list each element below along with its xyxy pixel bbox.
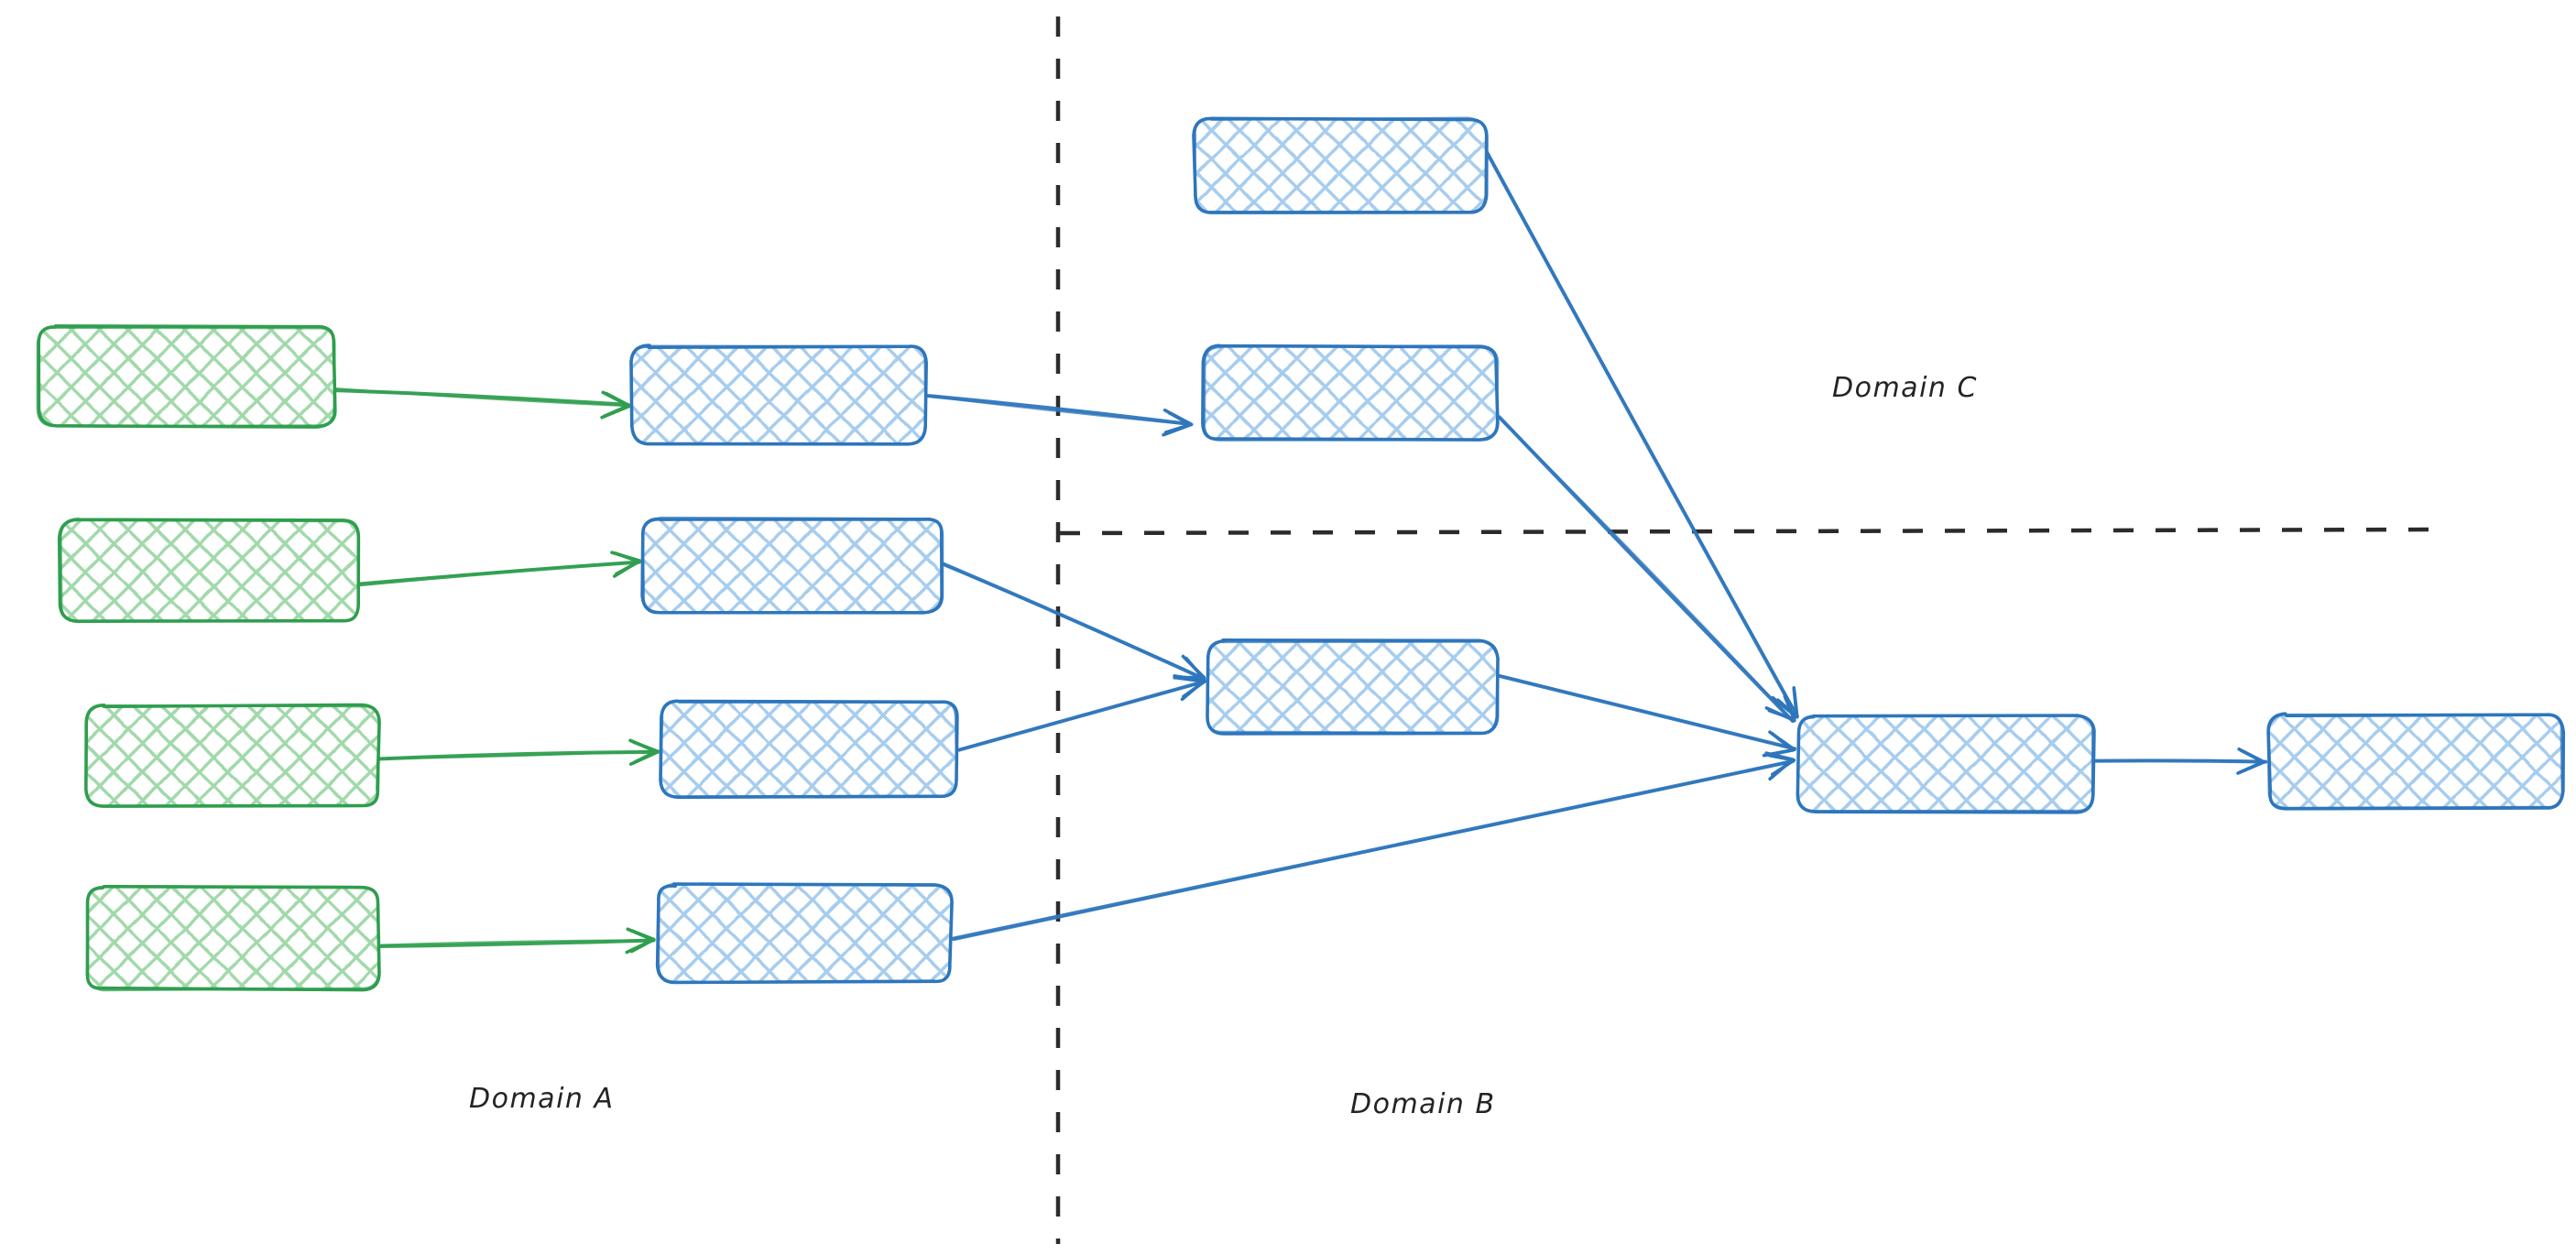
edge-layer xyxy=(334,151,2265,953)
label-domain-c: Domain C xyxy=(1832,372,1978,404)
node-d1[interactable] xyxy=(1797,715,2094,813)
horizontal-divider xyxy=(1060,529,2448,533)
node-b2[interactable] xyxy=(642,518,943,613)
node-e1[interactable] xyxy=(2268,714,2564,809)
node-b4[interactable] xyxy=(658,884,953,983)
edge-c1-d1 xyxy=(1487,151,1798,717)
node-c1[interactable] xyxy=(1194,118,1487,213)
node-a1[interactable] xyxy=(38,326,335,427)
node-a2[interactable] xyxy=(60,519,359,622)
node-c3[interactable] xyxy=(1207,640,1498,734)
edge-a4-b4 xyxy=(377,929,654,952)
node-b3[interactable] xyxy=(660,701,957,798)
edge-a1-b1 xyxy=(334,388,629,418)
label-domain-b: Domain B xyxy=(1350,1088,1496,1120)
edge-b2-c3 xyxy=(944,563,1205,679)
edge-b3-c3 xyxy=(957,676,1205,750)
edge-c3-d1 xyxy=(1498,675,1795,755)
edge-d1-e1 xyxy=(2095,749,2265,773)
edge-b4-d1 xyxy=(952,753,1794,940)
node-b1[interactable] xyxy=(631,345,926,444)
node-a3[interactable] xyxy=(86,705,379,807)
edge-c2-d1 xyxy=(1500,417,1795,721)
node-a4[interactable] xyxy=(87,886,379,990)
edge-a2-b2 xyxy=(358,552,639,584)
edge-a3-b3 xyxy=(377,740,658,764)
node-c2[interactable] xyxy=(1203,345,1498,440)
label-domain-a: Domain A xyxy=(469,1083,614,1115)
node-layer xyxy=(38,118,2563,990)
